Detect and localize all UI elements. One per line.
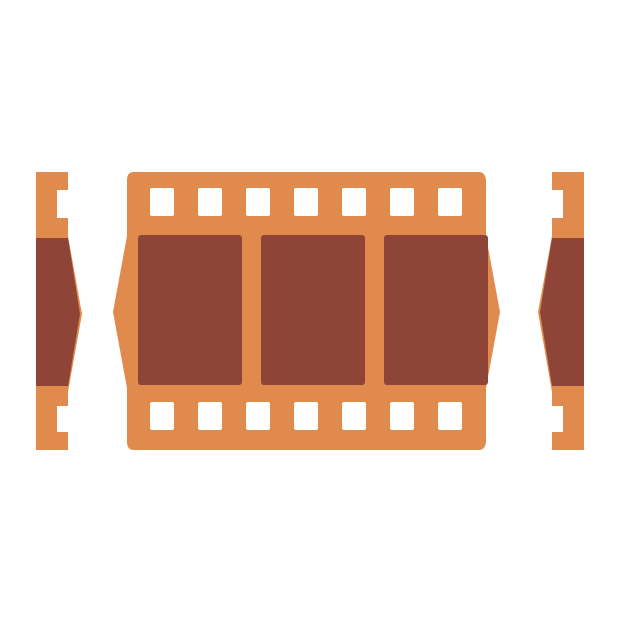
bottom-sprocket-hole-4 [294,402,318,430]
top-sprocket-hole-4 [294,188,318,216]
left-film-fragment [36,172,82,450]
main-film-strip [113,172,500,450]
top-sprocket-hole-6 [390,188,414,216]
top-sprocket-hole-5 [342,188,366,216]
top-sprocket-row [150,188,462,216]
picture-frame-2 [261,235,365,385]
right-film-fragment [538,172,584,450]
top-sprocket-hole-1 [150,188,174,216]
bottom-sprocket-hole-2 [198,402,222,430]
picture-frame-1 [138,235,242,385]
bottom-sprocket-hole-6 [390,402,414,430]
top-sprocket-hole-7 [438,188,462,216]
bottom-sprocket-hole-7 [438,402,462,430]
left-fragment-picture [36,238,80,386]
picture-frame-3 [384,235,488,385]
bottom-sprocket-hole-5 [342,402,366,430]
bottom-sprocket-row [150,402,462,430]
top-sprocket-hole-2 [198,188,222,216]
bottom-sprocket-hole-3 [246,402,270,430]
bottom-sprocket-hole-1 [150,402,174,430]
top-sprocket-hole-3 [246,188,270,216]
right-fragment-picture [540,238,584,386]
